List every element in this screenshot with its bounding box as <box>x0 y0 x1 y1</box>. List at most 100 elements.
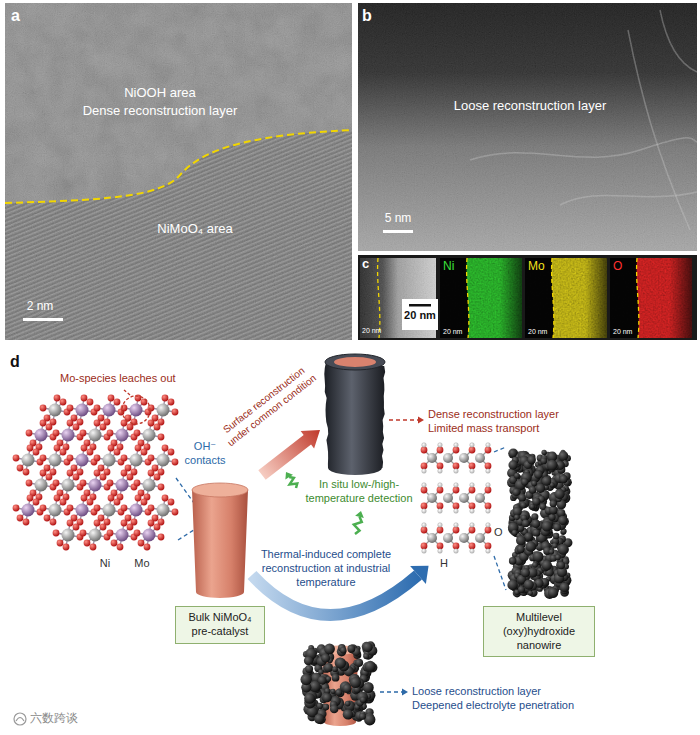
o-atom <box>172 409 179 416</box>
particle <box>304 656 313 665</box>
scale-label: 20 nm <box>362 327 381 336</box>
mo-atom <box>22 504 35 517</box>
o-atom <box>94 470 101 477</box>
particle <box>542 521 553 532</box>
phase-boundary <box>5 130 352 203</box>
watermark-icon <box>14 713 26 725</box>
rod-top <box>192 483 248 497</box>
particle <box>360 697 366 703</box>
particle <box>547 460 558 471</box>
map-ground <box>525 258 607 338</box>
h-atom <box>454 523 459 528</box>
h-atom <box>486 483 491 488</box>
particle <box>542 476 552 486</box>
o-atom <box>469 463 476 470</box>
process-label: Thermal-induced complete reconstruction … <box>246 548 406 589</box>
mo-atom <box>103 404 116 417</box>
ni-atom <box>459 453 469 463</box>
o-atom <box>453 503 460 510</box>
o-atom <box>117 544 124 551</box>
particle <box>343 709 353 719</box>
nanowire <box>507 449 572 599</box>
o-atom <box>63 544 70 551</box>
ni-atom <box>103 454 116 467</box>
ni-atom <box>62 529 75 542</box>
h-atom <box>422 509 427 514</box>
o-atom <box>60 399 67 406</box>
o-atom <box>134 480 141 487</box>
ni-atom <box>157 504 170 517</box>
particle <box>524 580 534 590</box>
particle <box>514 515 520 521</box>
scale-label: 2 nm <box>20 299 60 314</box>
o-atom <box>469 527 476 534</box>
o-atom <box>162 445 169 452</box>
o-atom <box>100 524 107 531</box>
scale-label: 20 nm <box>613 328 632 337</box>
mo-atom <box>35 429 48 442</box>
panel-letter: a <box>11 6 20 26</box>
o-atom <box>87 449 94 456</box>
dense-tube <box>324 354 424 475</box>
o-atom <box>108 445 115 452</box>
particle <box>557 509 565 517</box>
ni-atom <box>427 453 437 463</box>
particle <box>555 554 561 560</box>
particle <box>314 714 324 724</box>
scale-bar <box>383 230 413 233</box>
atom-label: H <box>440 557 448 571</box>
box-label: Bulk NiMoO₄ pre-catalyst <box>182 611 258 639</box>
o-atom <box>94 455 101 462</box>
tube-body <box>324 362 385 475</box>
h-atom <box>454 469 459 474</box>
particle <box>520 502 526 508</box>
particle <box>528 591 533 596</box>
h-atom <box>422 469 427 474</box>
o-atom <box>453 463 460 470</box>
o-atom <box>127 474 134 481</box>
o-atom <box>108 495 115 502</box>
tem-panel: aNiOOH areaDense reconstruction layerNiM… <box>5 3 352 340</box>
o-atom <box>26 430 33 437</box>
h-atom <box>422 443 427 448</box>
o-atom <box>27 445 34 452</box>
scale-label: 20 nm <box>528 328 547 337</box>
o-atom <box>141 499 148 506</box>
o-atom <box>134 430 141 437</box>
o-atom <box>40 455 47 462</box>
element-label: Ni <box>443 259 454 274</box>
particle <box>548 587 558 597</box>
ni-atom <box>49 404 62 417</box>
particle <box>514 473 520 479</box>
image-blotches <box>5 3 352 340</box>
particle <box>522 519 530 527</box>
o-atom <box>134 530 141 537</box>
mo-atom <box>130 504 143 517</box>
image-ground <box>5 3 352 340</box>
o-atom <box>33 499 40 506</box>
leader-line <box>389 419 418 420</box>
o-atom <box>135 495 142 502</box>
h-atom <box>486 509 491 514</box>
contact-line <box>176 478 194 503</box>
o-atom <box>453 447 460 454</box>
h-atom <box>438 483 443 488</box>
surface-arrow <box>258 430 320 480</box>
o-atom <box>421 543 428 550</box>
o-atom <box>80 430 87 437</box>
particle <box>330 689 335 694</box>
particle <box>335 658 346 669</box>
particle <box>326 676 331 681</box>
o-atom <box>114 449 121 456</box>
h-atom <box>454 443 459 448</box>
o-atom <box>158 434 165 441</box>
zoom-line <box>494 447 506 452</box>
tem-image-a <box>5 3 352 340</box>
o-atom <box>94 405 101 412</box>
o-atom <box>485 447 492 454</box>
scale-label: 5 nm <box>380 211 416 226</box>
o-atom <box>90 544 97 551</box>
o-atom <box>27 495 34 502</box>
particle <box>345 701 351 707</box>
particle <box>560 582 570 592</box>
